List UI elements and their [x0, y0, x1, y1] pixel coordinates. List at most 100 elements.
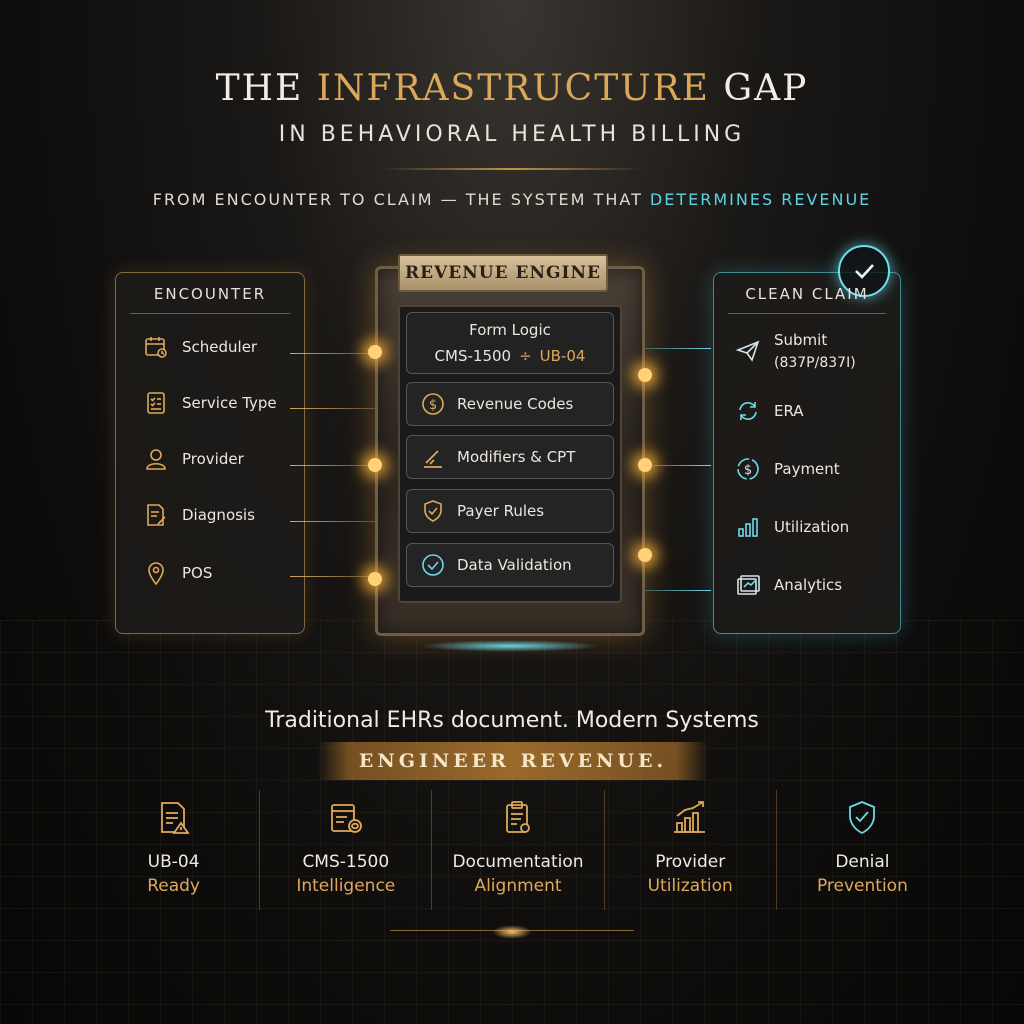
engine-light: [638, 368, 652, 382]
paper-plane-icon: [734, 337, 762, 365]
svg-text:$: $: [429, 398, 437, 413]
engine-light: [368, 345, 382, 359]
modifiers-cpt-button[interactable]: Modifiers & CPT: [406, 435, 614, 479]
feature-provider: Provider Utilization: [605, 790, 777, 910]
clean-claim-item-submit[interactable]: Submit (837P/837I): [734, 331, 856, 371]
clean-claim-item-label: ERA: [774, 402, 804, 420]
connector-pos: [290, 576, 376, 577]
feature-subtitle: Ready: [147, 876, 200, 896]
form-brain-icon: [326, 798, 366, 838]
divide-icon: ÷: [519, 347, 532, 365]
engine-button-label: Revenue Codes: [457, 395, 574, 413]
form-logic-box[interactable]: Form Logic CMS-1500÷UB-04: [406, 312, 614, 374]
engine-button-label: Data Validation: [457, 556, 572, 574]
feature-title: Documentation: [452, 852, 584, 872]
encounter-item-label: Diagnosis: [182, 506, 255, 524]
clean-claim-item-label: Payment: [774, 460, 840, 478]
bottom-accent-glow: [492, 925, 532, 939]
connector-scheduler: [290, 353, 376, 354]
clean-claim-item-label: Analytics: [774, 576, 843, 594]
clean-claim-heading: CLEAN CLAIM: [745, 285, 869, 303]
revenue-engine-label: REVENUE ENGINE: [398, 254, 608, 292]
connector-diagnosis: [290, 521, 376, 522]
clean-claim-panel: CLEAN CLAIM Submit (837P/837I) ERA $ Paym…: [713, 245, 901, 634]
connector-provider: [290, 465, 376, 466]
location-pin-icon: [142, 559, 170, 587]
dollar-circle-icon: $: [419, 390, 447, 418]
encounter-item-pos[interactable]: POS: [142, 559, 212, 587]
form-warning-icon: [154, 798, 194, 838]
encounter-panel: ENCOUNTER Scheduler Service Type Provide…: [115, 272, 305, 634]
feature-documentation: Documentation Alignment: [432, 790, 605, 910]
check-circle-icon: [419, 551, 447, 579]
feature-cms1500: CMS-1500 Intelligence: [260, 790, 433, 910]
title-divider: [382, 168, 642, 170]
feature-title: Provider: [655, 852, 726, 872]
feature-row: UB-04 Ready CMS-1500 Intelligence Docume…: [88, 790, 948, 910]
clean-claim-item-analytics[interactable]: Analytics: [734, 571, 842, 599]
feature-subtitle: Prevention: [816, 876, 908, 896]
engineer-revenue-banner: ENGINEER REVENUE.: [318, 742, 708, 780]
feature-title: Denial: [835, 852, 890, 872]
dollar-refresh-icon: $: [734, 455, 762, 483]
encounter-item-label: Service Type: [182, 394, 277, 412]
growth-chart-icon: [670, 798, 710, 838]
clean-claim-item-label: Submit: [774, 331, 828, 349]
connector-submit: [645, 348, 711, 349]
connector-service-type: [290, 408, 376, 409]
feature-ub04: UB-04 Ready: [88, 790, 261, 910]
refresh-icon: [734, 397, 762, 425]
form-logic-row: CMS-1500÷UB-04: [434, 347, 586, 365]
clean-claim-item-label: Utilization: [774, 518, 850, 536]
data-validation-button[interactable]: Data Validation: [406, 543, 614, 587]
page-title: THE INFRASTRUCTURE GAP: [215, 68, 809, 109]
page-subtitle: IN BEHAVIORAL HEALTH BILLING: [278, 122, 746, 147]
statement-line: Traditional EHRs document. Modern System…: [265, 708, 759, 733]
engine-light: [368, 572, 382, 586]
engine-button-label: Modifiers & CPT: [457, 448, 576, 466]
feature-denial: Denial Prevention: [777, 790, 948, 910]
form-logic-title: Form Logic: [469, 321, 551, 339]
svg-text:$: $: [744, 463, 752, 478]
bar-chart-icon: [734, 513, 762, 541]
revenue-codes-button[interactable]: $ Revenue Codes: [406, 382, 614, 426]
engine-button-label: Payer Rules: [457, 502, 545, 520]
checklist-icon: [142, 389, 170, 417]
encounter-item-service-type[interactable]: Service Type: [142, 389, 277, 417]
document-edit-icon: [142, 501, 170, 529]
calendar-icon: [142, 333, 170, 361]
encounter-divider: [130, 313, 290, 314]
tagline: FROM ENCOUNTER TO CLAIM — THE SYSTEM THA…: [152, 190, 872, 209]
analytics-icon: [734, 571, 762, 599]
clean-claim-item-sub: (837P/837I): [774, 355, 856, 371]
clean-claim-item-era[interactable]: ERA: [734, 397, 804, 425]
encounter-item-diagnosis[interactable]: Diagnosis: [142, 501, 255, 529]
pencil-icon: [419, 443, 447, 471]
encounter-heading: ENCOUNTER: [153, 285, 267, 303]
encounter-item-provider[interactable]: Provider: [142, 445, 244, 473]
feature-title: CMS-1500: [302, 852, 390, 872]
feature-subtitle: Intelligence: [296, 876, 396, 896]
shield-check-icon: [842, 798, 882, 838]
shield-icon: [419, 497, 447, 525]
person-icon: [142, 445, 170, 473]
feature-subtitle: Alignment: [474, 876, 562, 896]
clipboard-icon: [498, 798, 538, 838]
encounter-item-scheduler[interactable]: Scheduler: [142, 333, 257, 361]
engine-light: [638, 548, 652, 562]
encounter-item-label: POS: [182, 564, 213, 582]
clean-claim-item-payment[interactable]: $ Payment: [734, 455, 840, 483]
encounter-item-label: Provider: [182, 450, 244, 468]
connector-analytics: [645, 590, 711, 591]
engine-base-glow: [420, 640, 600, 652]
feature-subtitle: Utilization: [647, 876, 733, 896]
connector-payment: [645, 465, 711, 466]
check-badge: [838, 245, 890, 297]
clean-claim-item-utilization[interactable]: Utilization: [734, 513, 849, 541]
encounter-item-label: Scheduler: [182, 338, 258, 356]
clean-claim-divider: [728, 313, 886, 314]
engine-light: [368, 458, 382, 472]
payer-rules-button[interactable]: Payer Rules: [406, 489, 614, 533]
feature-title: UB-04: [147, 852, 200, 872]
floor-grid: [0, 620, 1024, 1024]
